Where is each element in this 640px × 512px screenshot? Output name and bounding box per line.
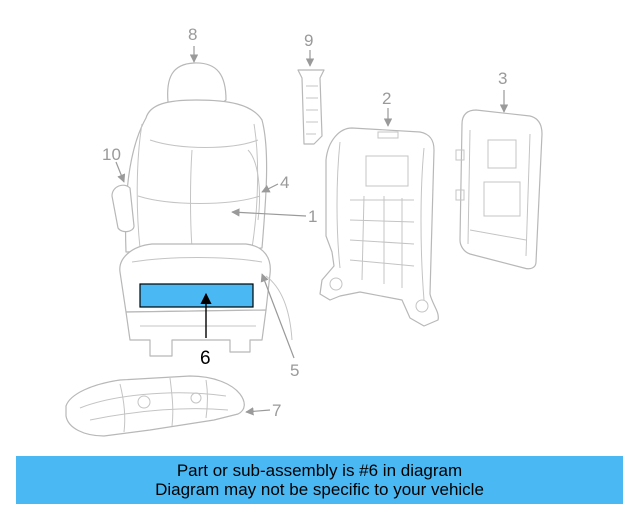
banner-line-1: Part or sub-assembly is #6 in diagram: [176, 461, 463, 480]
callout-5: 5: [290, 361, 299, 380]
seat-back-frame-part-2: [319, 127, 439, 327]
callout-6: 6: [200, 348, 211, 369]
leader-lines: [115, 46, 509, 416]
callout-4: 4: [280, 173, 289, 192]
seat-base: [125, 309, 267, 357]
banner-line-2: Diagram may not be specific to your vehi…: [155, 480, 484, 499]
headrest: [167, 62, 227, 107]
cushion-frame-part-7: [65, 375, 245, 437]
callout-9: 9: [304, 31, 313, 50]
callout-1: 1: [308, 207, 317, 226]
callout-2: 2: [382, 89, 391, 108]
clip-part-9: [297, 69, 325, 145]
callout-8: 8: [188, 25, 197, 44]
highlighted-part-6: [139, 283, 254, 308]
callout-3: 3: [498, 69, 507, 88]
seat-back: [124, 99, 268, 253]
callout-10: 10: [102, 145, 121, 164]
recliner-lever: [111, 184, 135, 233]
parts-diagram: 8 9 3 2 10 4 1 6 5 7: [65, 25, 543, 437]
info-banner: Part or sub-assembly is #6 in diagram Di…: [16, 456, 623, 504]
seat-assembly: [111, 62, 293, 357]
back-panel-part-3: [455, 109, 543, 270]
callout-7: 7: [272, 401, 281, 420]
